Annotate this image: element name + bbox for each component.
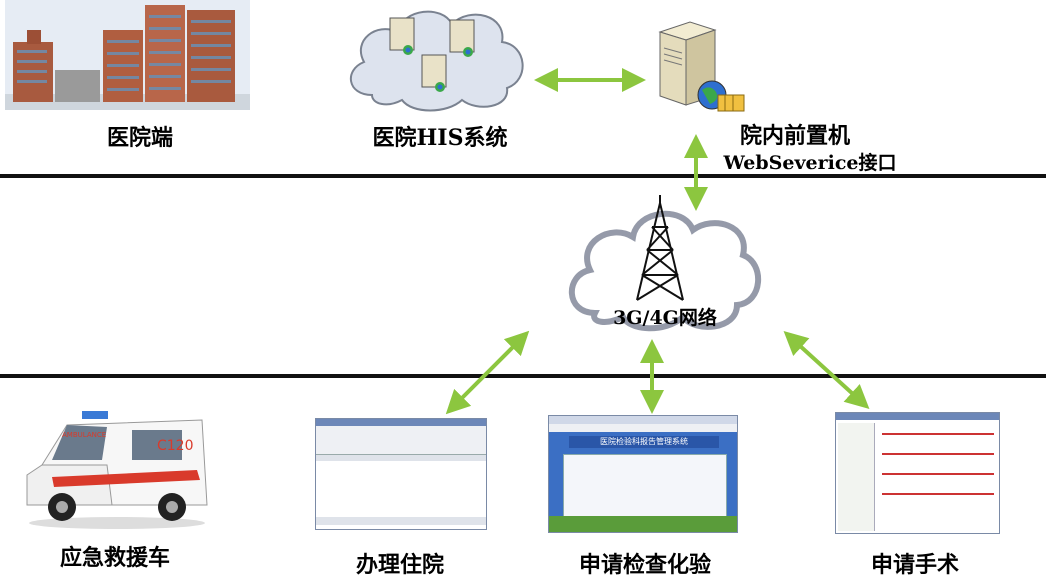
frontend-server-image — [658, 21, 745, 112]
server-icon — [389, 17, 475, 88]
network-cloud-image — [568, 195, 761, 332]
label-admission: 办理住院 — [355, 552, 444, 578]
label-ambulance: 应急救援车 — [59, 545, 170, 571]
admission-screenshot — [315, 418, 487, 530]
label-his: 医院HIS系统 — [372, 125, 508, 151]
ambulance-text: AMBULANCE — [62, 431, 106, 439]
antenna-tower-icon — [636, 195, 684, 301]
label-frontend-line2: WebSeverice接口 — [723, 152, 897, 174]
label-exam: 申请检查化验 — [578, 552, 711, 578]
ambulance-image: AMBULANCE C120 — [26, 411, 208, 529]
arrow-network-admission — [445, 330, 530, 415]
ambulance-number: C120 — [157, 438, 194, 454]
label-hospital: 医院端 — [106, 125, 173, 151]
label-frontend-line1: 院内前置机 — [739, 123, 850, 149]
label-network: 3G/4G网络 — [613, 307, 717, 329]
hospital-building-image — [5, 0, 250, 110]
arrow-network-surgery — [783, 330, 870, 410]
label-surgery: 申请手术 — [870, 552, 959, 578]
exam-screenshot: 医院检验科报告管理系统 — [548, 415, 738, 533]
his-cloud-image — [349, 10, 524, 112]
exam-title: 医院检验科报告管理系统 — [569, 436, 719, 448]
surgery-screenshot — [835, 412, 1000, 534]
divider-top — [0, 174, 1046, 178]
